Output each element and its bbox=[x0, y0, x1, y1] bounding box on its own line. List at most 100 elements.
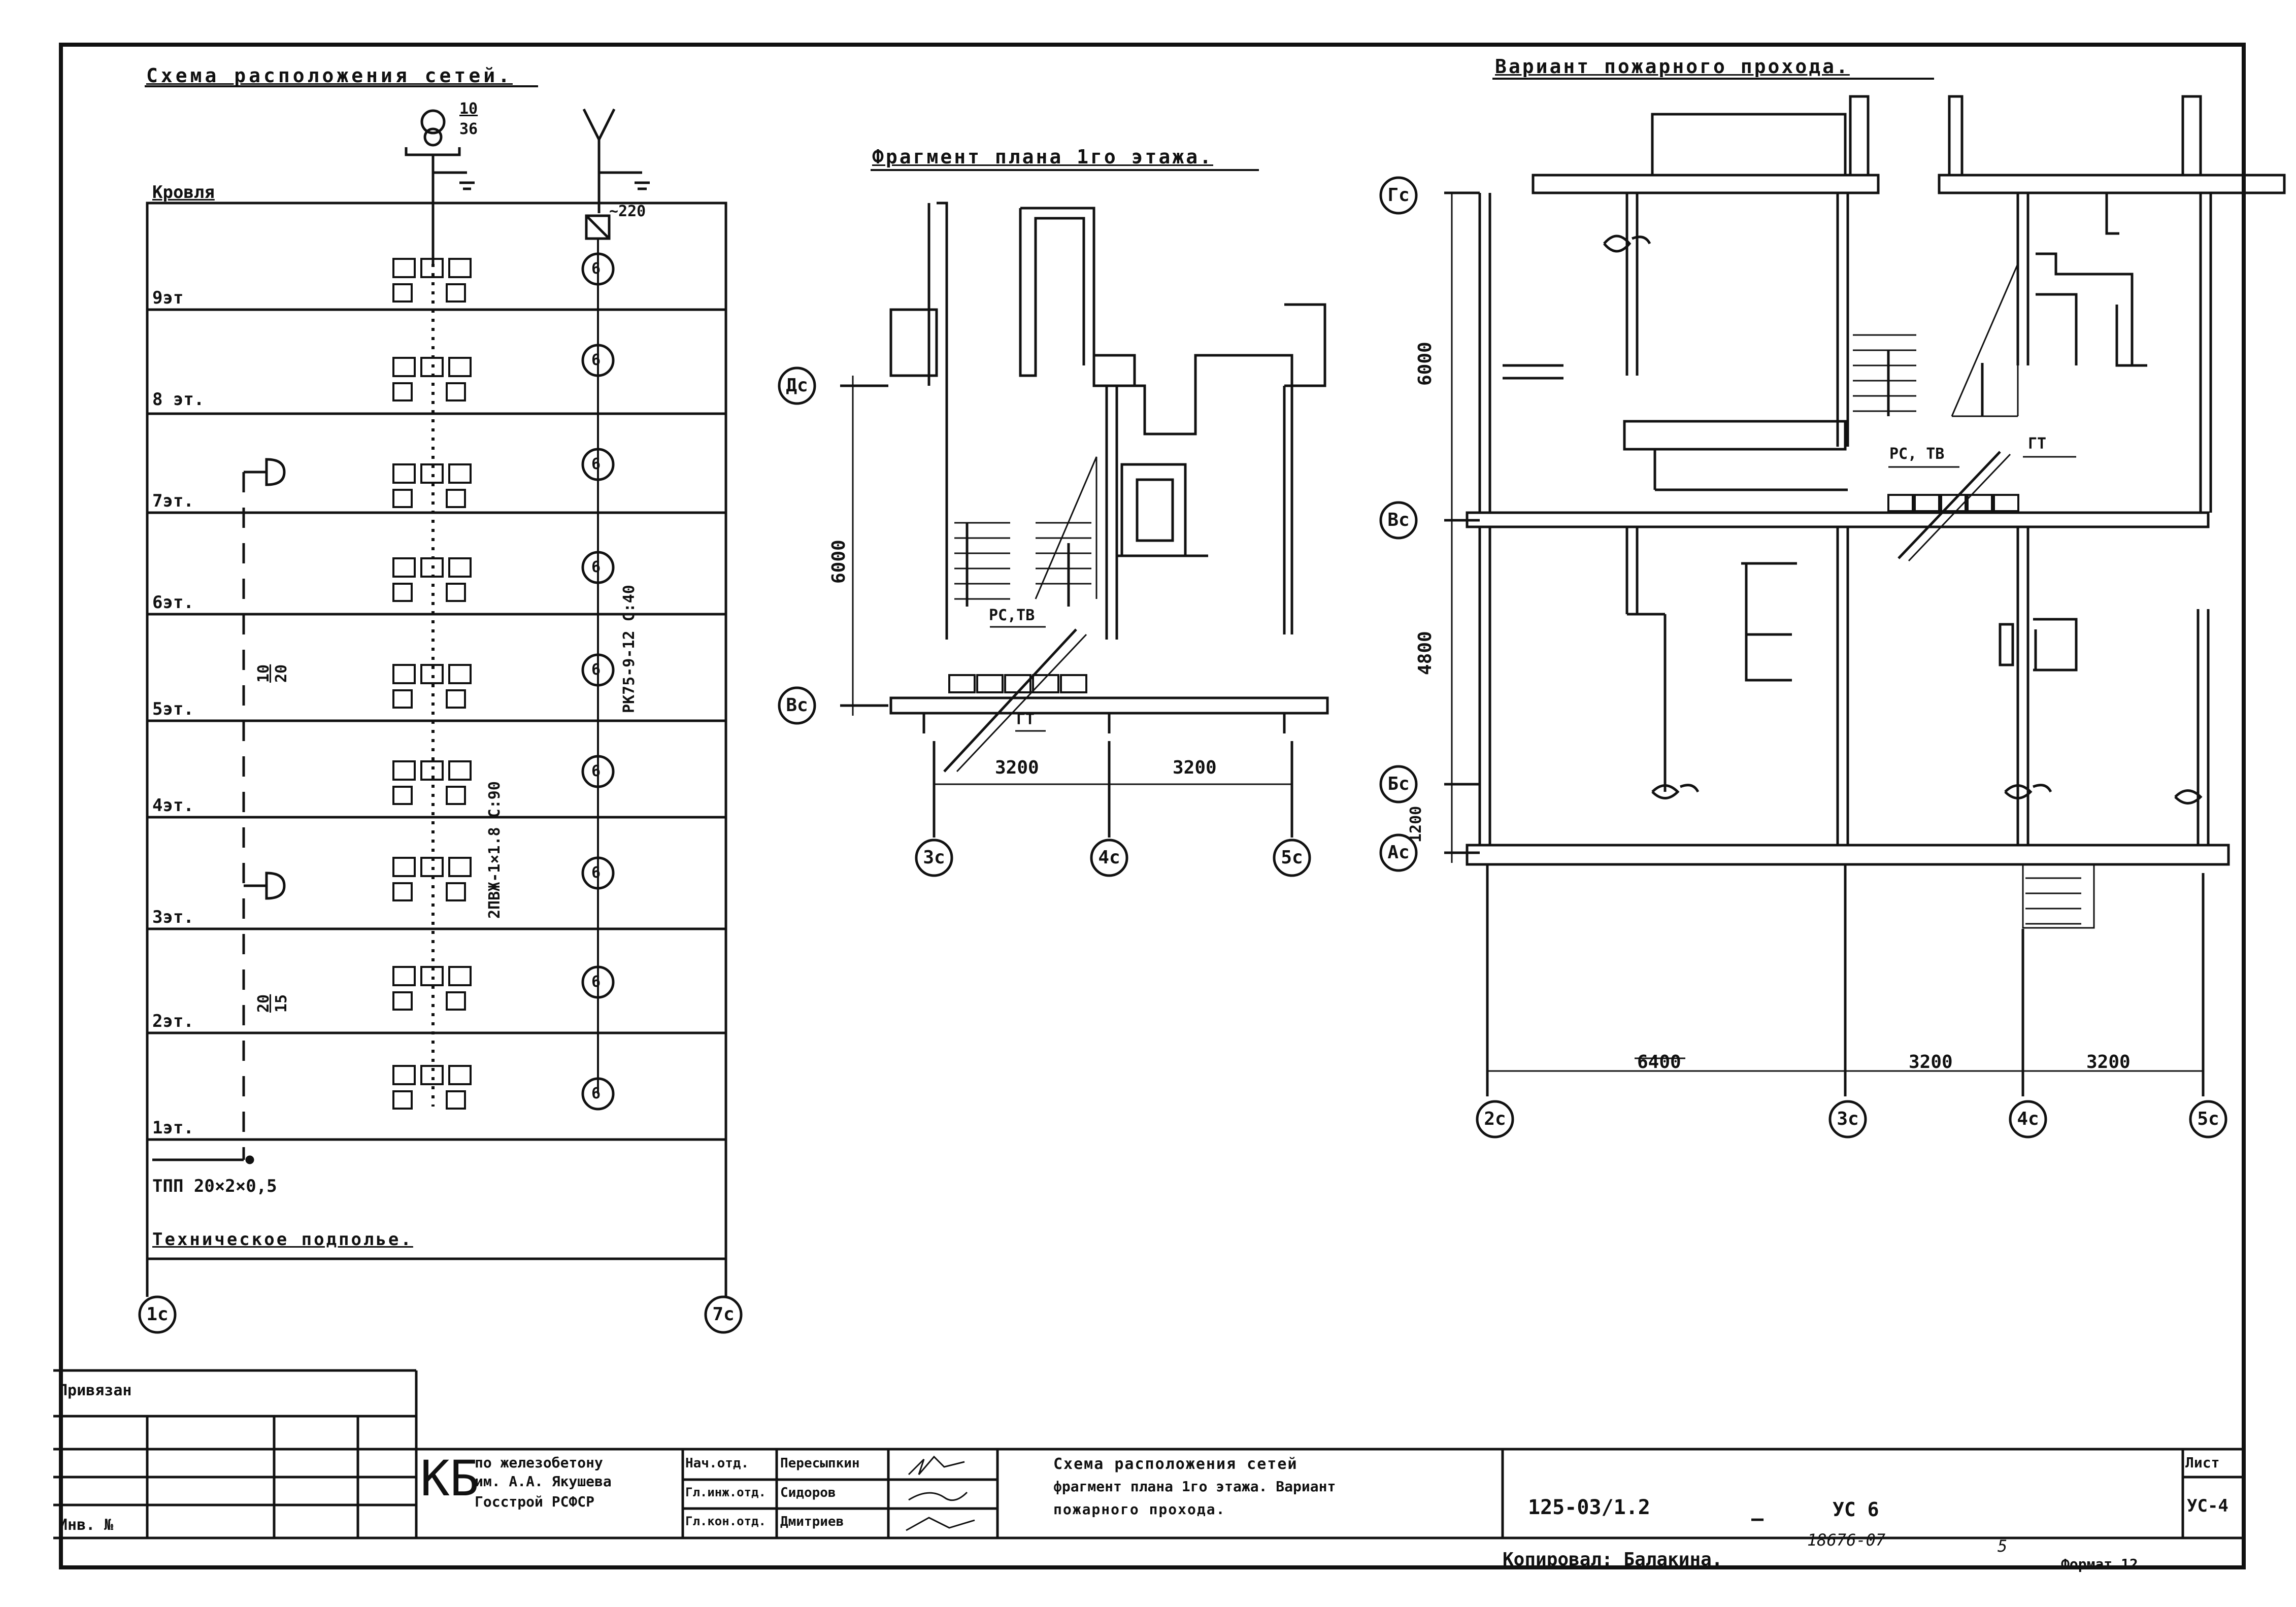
axis-label-ac: Ас bbox=[1387, 842, 1410, 863]
role-name-2: Сидоров bbox=[780, 1485, 836, 1500]
fire-label-rs-tv: РС, ТВ bbox=[1889, 445, 1945, 463]
axis-bubble-vc-plan bbox=[778, 686, 816, 725]
floor-label-1: 1эт. bbox=[152, 1118, 194, 1138]
transformer-icon bbox=[420, 109, 446, 135]
axis-bubble-4c-plan bbox=[1090, 839, 1128, 877]
axis-bubble-5c-fire bbox=[2189, 1100, 2227, 1139]
axis-label-3c-fire: 3с bbox=[1837, 1109, 1859, 1129]
fragment-plan-title: Фрагмент плана 1го этажа. bbox=[872, 146, 1213, 168]
outlet-label: 6 bbox=[591, 973, 601, 991]
axis-label-dc: Дс bbox=[786, 375, 808, 396]
floor-label-5: 5эт. bbox=[152, 699, 194, 719]
telephone-icon-3 bbox=[244, 872, 286, 900]
plan-dim-1: 3200 bbox=[995, 757, 1039, 778]
telephone-icon-7 bbox=[244, 458, 286, 486]
archive-number-small: 5 bbox=[1998, 1536, 2008, 1556]
fire-label-gt: ГТ bbox=[2028, 435, 2047, 453]
axis-bubble-7c bbox=[704, 1295, 743, 1334]
sheet-frame bbox=[59, 43, 2246, 1569]
axis-label-5c-fire: 5с bbox=[2197, 1109, 2219, 1129]
sheet-title-line-3: пожарного прохода. bbox=[1053, 1501, 1226, 1518]
axis-label-bc: Бс bbox=[1387, 774, 1410, 794]
antenna-icon bbox=[582, 108, 616, 213]
role-name-1: Пересыпкин bbox=[780, 1456, 860, 1471]
title-block-grid bbox=[53, 1369, 2244, 1539]
fire-dim-3200-1: 3200 bbox=[1909, 1052, 1953, 1073]
archive-number: 18676-07 bbox=[1807, 1530, 1886, 1550]
axis-bubble-3c-plan bbox=[915, 839, 953, 877]
plan-label-gt: ГТ bbox=[1016, 711, 1035, 728]
axis-bubble-5c-plan bbox=[1273, 839, 1311, 877]
list-value: УС-4 bbox=[2187, 1496, 2228, 1516]
copied-by: Копировал: Балакина. bbox=[1503, 1549, 1723, 1570]
axis-label-4c-fire: 4с bbox=[2017, 1109, 2039, 1129]
cable-upper-top: 10 bbox=[255, 664, 273, 683]
fire-dim-3200-2: 3200 bbox=[2086, 1052, 2131, 1073]
outlet-label: 6 bbox=[591, 661, 601, 679]
org-line-1: по железобетону bbox=[475, 1454, 603, 1471]
telephone-icon-fire-4 bbox=[2174, 789, 2203, 805]
org-kb: КБ bbox=[420, 1450, 479, 1507]
transformer-bottom: 36 bbox=[459, 120, 478, 138]
plan-label-rs-tv: РС,ТВ bbox=[989, 607, 1035, 624]
fragment-plan bbox=[778, 169, 1329, 877]
outlet-label: 6 bbox=[591, 1085, 601, 1102]
signature-peresypkin bbox=[908, 1455, 968, 1501]
sheet-title-line-1: Схема расположения сетей bbox=[1053, 1455, 1298, 1473]
axis-bubble-gc bbox=[1379, 176, 1418, 215]
cable-pv-label: 2ПВЖ-1×1.8 С:90 bbox=[486, 781, 504, 919]
axis-bubble-1c bbox=[138, 1295, 177, 1334]
transformer-top: 10 bbox=[459, 100, 478, 118]
cable-lower-bottom: 15 bbox=[273, 994, 290, 1013]
floor-label-7: 7эт. bbox=[152, 491, 194, 511]
sheet-title-line-2: фрагмент плана 1го этажа. Вариант bbox=[1053, 1478, 1336, 1495]
floor-label-9: 9эт bbox=[152, 288, 184, 308]
outlet-label: 6 bbox=[591, 762, 601, 780]
junction-boxes bbox=[392, 258, 472, 1110]
network-scheme bbox=[138, 85, 743, 1334]
axis-label-4c-plan: 4с bbox=[1098, 847, 1120, 868]
axis-label-3c-plan: 3с bbox=[923, 847, 945, 868]
network-scheme-title: Схема расположения сетей. bbox=[146, 64, 513, 87]
axis-bubble-dc bbox=[778, 366, 816, 405]
role-3: Гл.кон.отд. bbox=[685, 1514, 766, 1528]
org-line-3: Госстрой РСФСР bbox=[475, 1493, 595, 1510]
axis-label-2c: 2с bbox=[1484, 1109, 1506, 1129]
roof-label: Кровля bbox=[152, 182, 215, 203]
telephone-icon-fire-2 bbox=[1651, 784, 1700, 799]
telephone-icon-fire-1 bbox=[1603, 235, 1651, 253]
voltage-label: ~220 bbox=[609, 203, 646, 220]
plan-dim-vertical: 6000 bbox=[828, 540, 849, 584]
axis-label-vc-fire: Вс bbox=[1387, 510, 1410, 530]
cable-rk-label: РК75-9-12 С:40 bbox=[620, 585, 638, 713]
role-2: Гл.инж.отд. bbox=[685, 1485, 766, 1499]
cable-lower-top: 20 bbox=[255, 994, 273, 1013]
cable-upper-bottom: 20 bbox=[273, 664, 290, 683]
series-label: УС 6 bbox=[1833, 1498, 1879, 1521]
axis-bubble-4c-fire bbox=[2009, 1100, 2047, 1139]
format-label: Формат 12 bbox=[2061, 1556, 2138, 1572]
signature-dmitriev bbox=[906, 1517, 975, 1531]
fire-passage-plan bbox=[1379, 78, 2286, 1139]
role-1: Нач.отд. bbox=[685, 1456, 749, 1471]
role-name-3: Дмитриев bbox=[780, 1514, 844, 1529]
inv-label: Инв. № bbox=[58, 1516, 114, 1534]
floor-label-3: 3эт. bbox=[152, 907, 194, 927]
drawing-code: 125-03/1.2 bbox=[1528, 1496, 1650, 1519]
privyazan-label: Привязан bbox=[58, 1382, 132, 1399]
fire-dim-4800: 4800 bbox=[1415, 631, 1436, 675]
basement-label: Техническое подполье. bbox=[152, 1229, 413, 1250]
floor-label-6: 6эт. bbox=[152, 592, 194, 613]
outlet-label: 6 bbox=[591, 558, 601, 576]
axis-label-vc-plan: Вс bbox=[786, 695, 808, 716]
axis-label-1c: 1с bbox=[146, 1304, 169, 1325]
plan-dim-2: 3200 bbox=[1173, 757, 1217, 778]
floor-label-8: 8 эт. bbox=[152, 389, 205, 410]
floor-label-2: 2эт. bbox=[152, 1011, 194, 1031]
fire-dim-1200: 1200 bbox=[1407, 806, 1425, 843]
axis-bubble-2c bbox=[1476, 1100, 1514, 1139]
axis-label-gc: Гс bbox=[1387, 185, 1410, 206]
outlet-label: 6 bbox=[591, 351, 601, 369]
outlet-label: 6 bbox=[591, 455, 601, 473]
